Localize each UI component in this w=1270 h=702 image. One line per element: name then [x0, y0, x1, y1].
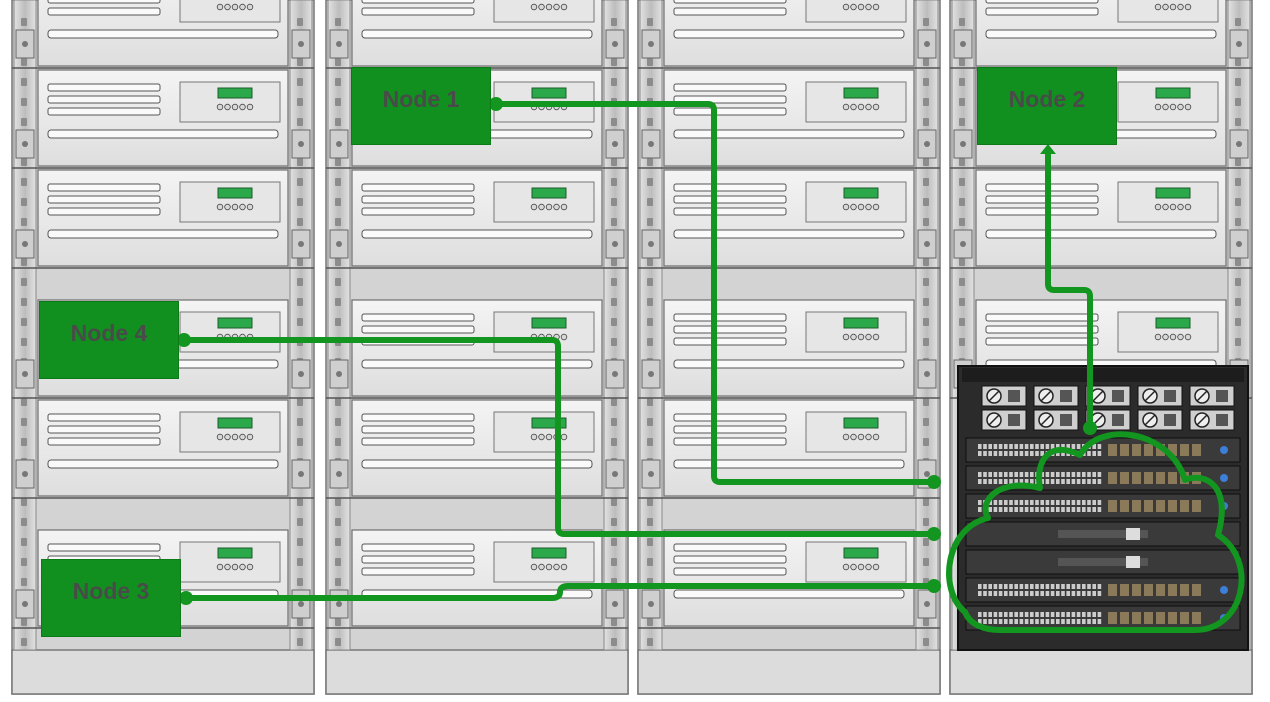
node-3-label[interactable]: Node 3	[42, 560, 180, 636]
node-4-label[interactable]: Node 4	[40, 302, 178, 378]
server-unit	[950, 0, 1252, 69]
server-unit	[638, 169, 940, 269]
server-unit	[638, 0, 940, 69]
server-unit	[326, 529, 628, 629]
link-node-3	[183, 583, 937, 601]
link-endpoint	[179, 591, 193, 605]
server-unit	[950, 169, 1252, 269]
server-unit	[638, 69, 940, 169]
link-endpoint	[1083, 421, 1097, 435]
server-unit	[12, 169, 314, 269]
link-node-1	[493, 101, 937, 485]
network-switch-chassis	[957, 365, 1249, 651]
server-unit	[326, 0, 628, 69]
link-arrowhead	[1040, 144, 1056, 154]
link-endpoint	[489, 97, 503, 111]
link-endpoint	[177, 333, 191, 347]
server-unit	[638, 299, 940, 399]
link-endpoint	[927, 527, 941, 541]
network-cloud-outline	[946, 431, 1245, 633]
link-node-2	[1045, 147, 1093, 431]
server-unit	[326, 399, 628, 499]
server-unit	[638, 529, 940, 629]
link-node-4	[181, 337, 937, 537]
server-unit	[12, 0, 314, 69]
server-rack	[637, 0, 941, 695]
server-unit	[326, 169, 628, 269]
link-endpoint	[927, 475, 941, 489]
node-1-label[interactable]: Node 1	[352, 68, 490, 144]
server-unit	[12, 399, 314, 499]
server-unit	[326, 299, 628, 399]
network-links	[177, 97, 1245, 633]
link-endpoint	[927, 579, 941, 593]
server-unit	[12, 69, 314, 169]
node-2-label[interactable]: Node 2	[978, 68, 1116, 144]
